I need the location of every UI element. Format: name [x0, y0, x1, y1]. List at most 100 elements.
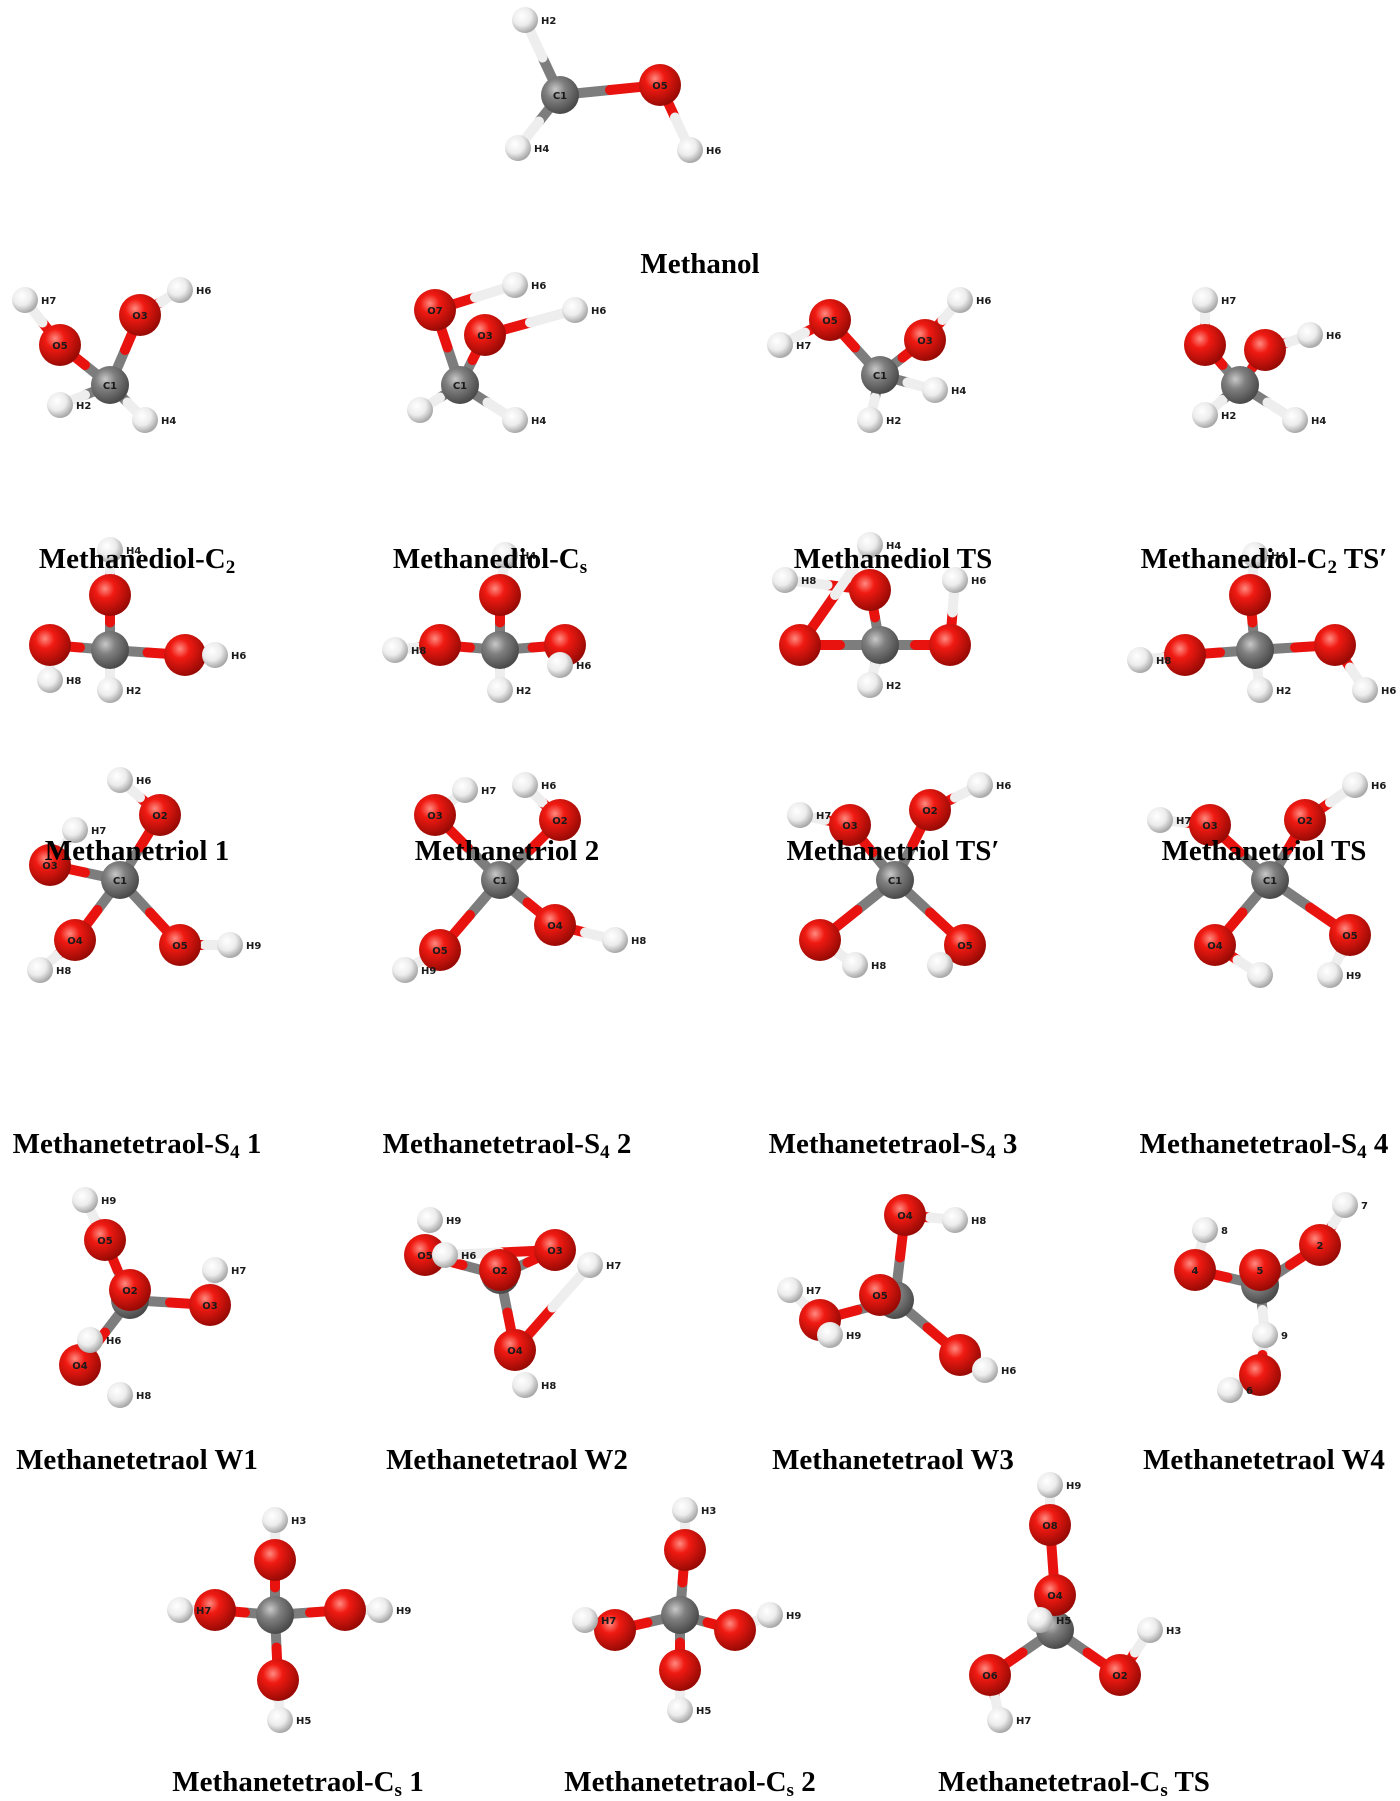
oxygen-atom	[164, 634, 206, 676]
atom-label: H2	[1276, 686, 1291, 697]
caption-methanetetraol-w4: Methanetetraol W4	[1143, 1444, 1385, 1476]
hydrogen-atom	[407, 397, 433, 423]
oxygen-atom	[189, 1284, 231, 1326]
hydrogen-atom	[367, 1597, 393, 1623]
oxygen-atom	[414, 289, 456, 331]
atom-label: H6	[1326, 331, 1341, 342]
hydrogen-atom	[672, 1497, 698, 1523]
oxygen-atom	[829, 804, 871, 846]
hydrogen-atom	[1282, 407, 1308, 433]
carbon-atom	[91, 631, 129, 669]
caption-methanediol-c2-ts-prime: Methanediol-C2 TS′	[1140, 543, 1388, 578]
hydrogen-atom	[922, 377, 948, 403]
caption-methanetetraol-cs-1: Methanetetraol-Cs 1	[172, 1766, 424, 1801]
oxygen-atom	[257, 1659, 299, 1701]
oxygen-atom	[639, 64, 681, 106]
oxygen-atom	[479, 574, 521, 616]
oxygen-atom	[419, 929, 461, 971]
atom-label: O4	[1207, 941, 1223, 952]
atom-label: C1	[453, 381, 467, 392]
atom-label: H5	[1056, 1616, 1071, 1627]
atom-label: H7	[91, 826, 106, 837]
atom-label: 5	[1257, 1266, 1264, 1277]
oxygen-atom	[909, 789, 951, 831]
carbon-atom	[441, 366, 479, 404]
hydrogen-atom	[487, 677, 513, 703]
carbon-atom	[541, 76, 579, 114]
hydrogen-atom	[492, 542, 518, 568]
oxygen-atom	[1034, 1574, 1076, 1616]
hydrogen-atom	[502, 272, 528, 298]
atom-label: 4	[1192, 1266, 1199, 1277]
oxygen-atom	[1189, 804, 1231, 846]
atom-label: O5	[172, 941, 188, 952]
atom-label: H6	[591, 306, 606, 317]
atom-label: O4	[72, 1361, 88, 1372]
hydrogen-atom	[577, 1252, 603, 1278]
caption-methanetetraol-s4-1: Methanetetraol-S4 1	[12, 1128, 262, 1163]
atom-label: O5	[652, 81, 668, 92]
oxygen-atom	[109, 1269, 151, 1311]
hydrogen-atom	[1192, 287, 1218, 313]
atom-label: H2	[516, 686, 531, 697]
hydrogen-atom	[1332, 1192, 1358, 1218]
hydrogen-atom	[62, 817, 88, 843]
carbon-atom	[101, 861, 139, 899]
oxygen-atom	[1099, 1654, 1141, 1696]
hydrogen-atom	[37, 667, 63, 693]
atom-label: O2	[152, 811, 168, 822]
atom-label: O3	[547, 1246, 563, 1257]
atom-label: H4	[1311, 416, 1326, 427]
atom-label: H6	[1381, 686, 1396, 697]
caption-methanediol-c2: Methanediol-C2	[38, 543, 236, 578]
hydrogen-atom	[1037, 1472, 1063, 1498]
oxygen-atom	[714, 1609, 756, 1651]
atom-label: O4	[547, 921, 563, 932]
oxygen-atom	[1184, 324, 1226, 366]
atom-label: H6	[971, 576, 986, 587]
hydrogen-atom	[972, 1357, 998, 1383]
atom-label: O5	[97, 1236, 113, 1247]
oxygen-atom	[859, 1274, 901, 1316]
atom-label: H4	[161, 416, 176, 427]
atom-label: H7	[816, 811, 831, 822]
carbon-atom	[876, 861, 914, 899]
hydrogen-atom	[382, 637, 408, 663]
hydrogen-atom	[202, 1257, 228, 1283]
oxygen-atom	[944, 924, 986, 966]
carbon-atom	[481, 631, 519, 669]
oxygen-atom	[1239, 1354, 1281, 1396]
atom-label: H8	[871, 961, 886, 972]
caption-methanetriol-ts-prime: Methanetriol TS′	[786, 835, 1000, 867]
hydrogen-atom	[842, 952, 868, 978]
hydrogen-atom	[777, 1277, 803, 1303]
hydrogen-atom	[72, 1187, 98, 1213]
atom-label: O5	[417, 1251, 433, 1262]
caption-methanetetraol-w3: Methanetetraol W3	[772, 1444, 1014, 1476]
atom-label: H2	[886, 681, 901, 692]
atom-label: H5	[696, 1706, 711, 1717]
hydrogen-atom	[97, 677, 123, 703]
oxygen-atom	[1314, 624, 1356, 666]
atom-label: O7	[427, 306, 443, 317]
atom-label: H6	[541, 781, 556, 792]
oxygen-atom	[929, 624, 971, 666]
hydrogen-atom	[202, 642, 228, 668]
atom-label: C1	[888, 876, 902, 887]
atom-label: O3	[477, 331, 493, 342]
hydrogen-atom	[1247, 962, 1273, 988]
oxygen-atom	[849, 569, 891, 611]
caption-methanetetraol-cs-2: Methanetetraol-Cs 2	[564, 1766, 816, 1801]
oxygen-atom	[419, 624, 461, 666]
oxygen-atom	[39, 324, 81, 366]
hydrogen-atom	[167, 1597, 193, 1623]
atom-label: O3	[42, 861, 58, 872]
atom-label: O3	[427, 811, 443, 822]
